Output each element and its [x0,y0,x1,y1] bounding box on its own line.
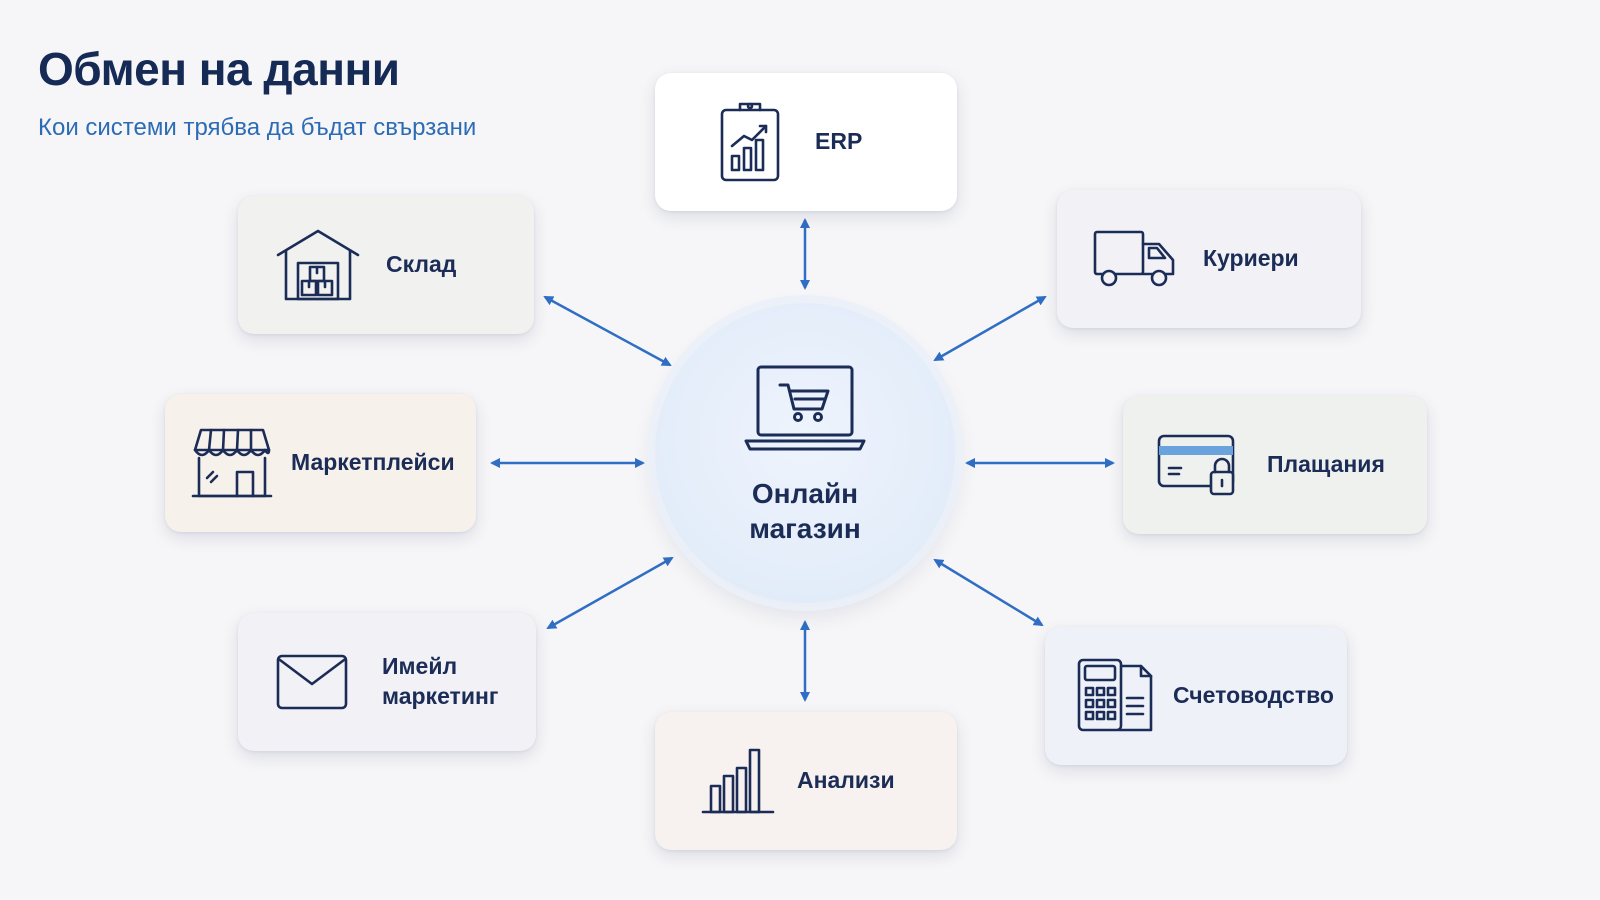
node-email-marketing: Имейл маркетинг [238,613,536,751]
node-analytics-label: Анализи [797,767,895,794]
warehouse-icon [276,227,360,303]
arrow-email [546,556,674,630]
node-couriers: Куриери [1057,190,1361,328]
calculator-document-icon [1077,658,1153,734]
node-email-marketing-label: Имейл маркетинг [382,653,499,709]
page-subtitle: Кои системи трябва да бъдат свързани [38,114,477,141]
laptop-cart-icon [740,361,870,466]
node-analytics: Анализи [655,712,957,850]
arrow-warehouse [543,295,672,367]
node-warehouse: Склад [238,196,534,334]
card-lock-icon [1157,432,1237,498]
node-marketplaces: Маркетплейси [165,394,476,532]
arrow-couriers [933,295,1047,362]
node-warehouse-label: Склад [386,251,457,278]
node-couriers-label: Куриери [1203,245,1299,272]
envelope-icon [276,654,348,710]
node-payments-label: Плащания [1267,451,1385,478]
node-accounting: Счетоводство [1045,627,1347,765]
node-accounting-label: Счетоводство [1173,682,1334,709]
node-erp-label: ERP [815,128,863,155]
arrow-accounting [933,558,1044,627]
storefront-icon [191,426,273,500]
node-payments: Плащания [1123,396,1427,534]
truck-icon [1093,228,1177,290]
bar-chart-icon [701,746,777,816]
clipboard-chart-icon [715,100,785,184]
center-online-store: Онлайн магазин [655,303,955,603]
center-label: Онлайн магазин [749,477,861,544]
page-title: Обмен на данни [38,43,400,95]
node-marketplaces-label: Маркетплейси [291,449,455,476]
node-erp: ERP [655,73,957,211]
